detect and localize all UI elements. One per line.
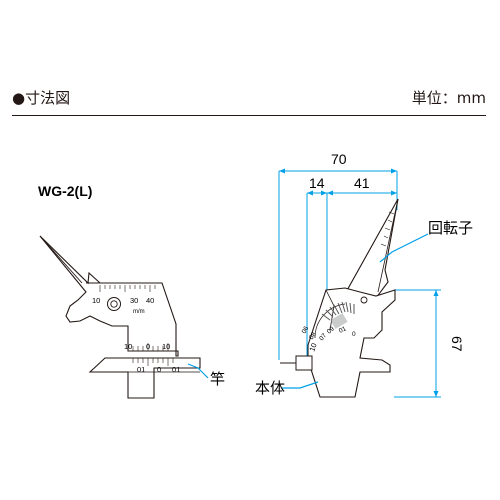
left-bottom-number-0: 0 xyxy=(157,365,161,374)
left-bottom-number-01a: 01 xyxy=(137,365,145,374)
callout-body: 本体 xyxy=(255,379,285,397)
header-rule xyxy=(12,115,486,116)
right-view: 70 14 41 67 xyxy=(255,151,473,398)
callout-rotor-leader xyxy=(379,233,429,263)
dial-number-08: 08 xyxy=(308,331,318,341)
left-lower-number-10a: 10 xyxy=(124,342,132,351)
dial-number-09: 09 xyxy=(326,325,336,335)
rotor-pivot xyxy=(360,296,368,304)
callout-rod: 竿 xyxy=(210,370,225,388)
dimension-arrows xyxy=(279,168,439,397)
dial-graduations xyxy=(321,301,355,321)
left-screw-inner xyxy=(110,300,118,308)
dim-left-14: 14 xyxy=(309,175,325,191)
dial-number-07: 07 xyxy=(318,332,328,342)
left-upper-scale-ticks xyxy=(99,285,156,292)
dial-shaded-window xyxy=(330,313,348,329)
rotor-blade-ticks xyxy=(380,211,395,247)
left-gauge-body xyxy=(39,235,179,357)
left-scale-number-40: 40 xyxy=(146,296,154,305)
dial-number-06: 06 xyxy=(301,325,311,335)
left-lower-number-10b: 10 xyxy=(162,342,170,351)
left-blade-edge xyxy=(39,235,83,284)
dim-height-67: 67 xyxy=(449,336,465,352)
rotor-blade-edge xyxy=(377,198,399,293)
left-rod xyxy=(88,357,201,399)
model-label: WG-2(L) xyxy=(38,183,92,199)
rotor-blade xyxy=(344,198,399,305)
callout-rod-leader xyxy=(187,363,209,379)
left-lower-scale-ticks xyxy=(127,343,169,351)
left-scale-number-30: 30 xyxy=(130,296,138,305)
left-bottom-scale-ticks xyxy=(132,358,174,366)
left-bottom-number-01b: 01 xyxy=(172,365,180,374)
dim-right-41: 41 xyxy=(354,175,370,191)
callout-body-leader xyxy=(282,381,319,389)
section-title: ●寸法図 xyxy=(12,89,71,107)
dial-number-01: 01 xyxy=(338,325,348,335)
unit-label: 単位：mm xyxy=(411,89,486,107)
left-view: WG-2(L) 10 30 40 m/m xyxy=(38,183,225,399)
left-lower-number-0: 0 xyxy=(146,342,150,351)
left-unit-mark: m/m xyxy=(133,309,145,315)
dial-number-0: 0 xyxy=(352,331,356,338)
main-body xyxy=(307,287,396,398)
dim-total-70: 70 xyxy=(331,151,347,167)
body-number-10: 10 xyxy=(307,342,318,353)
callout-rotor: 回転子 xyxy=(428,219,473,237)
main-body-left-foot xyxy=(295,355,313,371)
left-scale-number-10: 10 xyxy=(92,296,100,305)
